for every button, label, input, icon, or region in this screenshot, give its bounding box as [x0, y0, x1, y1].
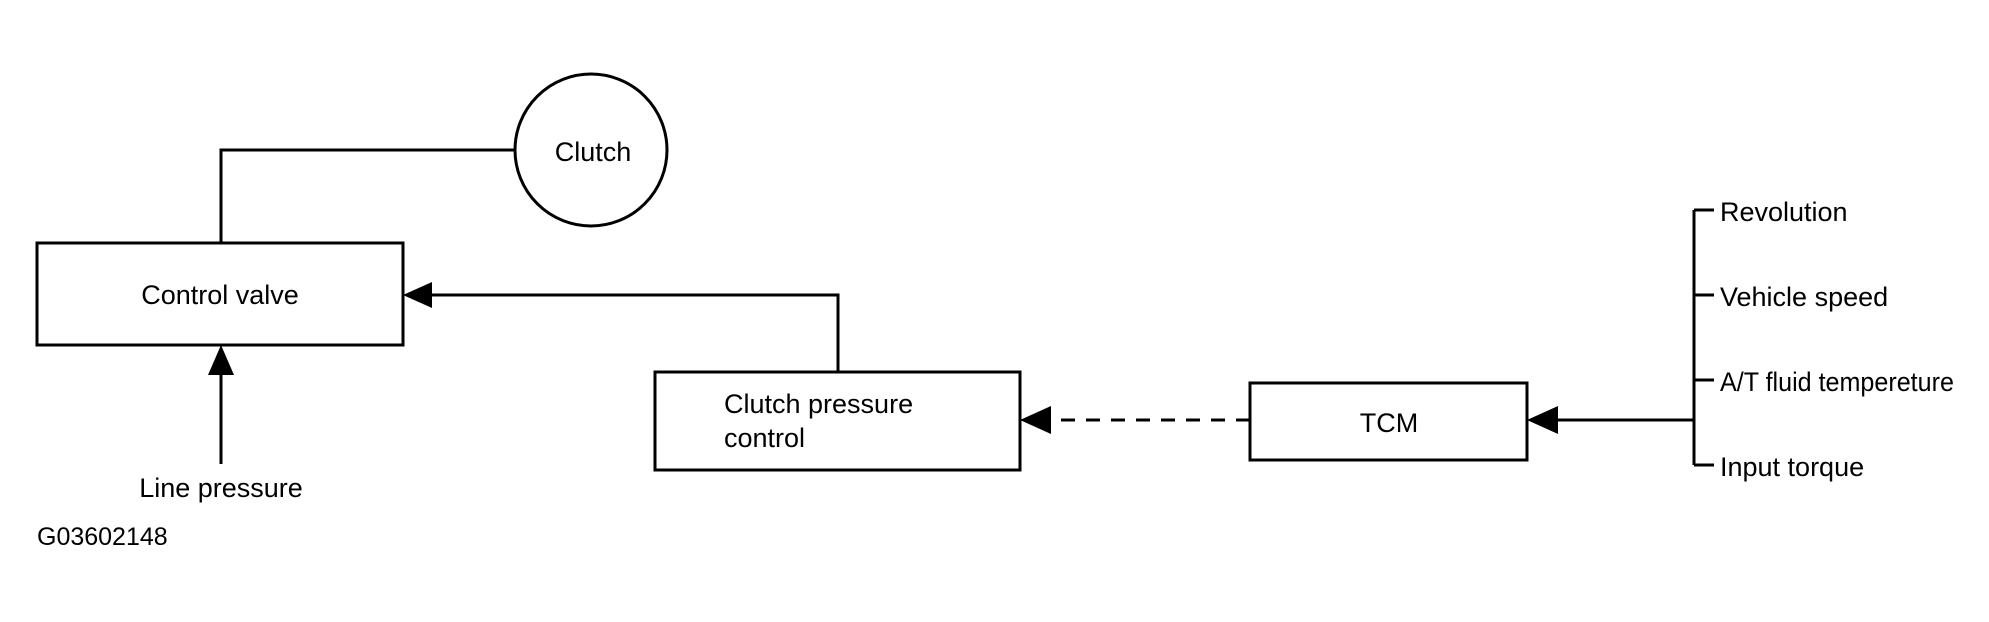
arrowhead-into-clutch-pressure-control — [1020, 406, 1051, 434]
node-clutch-pressure-control-label-line1: Clutch pressure — [724, 389, 913, 419]
figure-id-label: G03602148 — [37, 523, 168, 551]
link-clutch-pressure-control-to-control-valve — [416, 293, 840, 372]
arrowhead-into-control-valve — [403, 282, 432, 308]
sensor-label-vehicle-speed: Vehicle speed — [1720, 282, 1888, 312]
node-clutch[interactable] — [513, 72, 669, 228]
link-control-valve-to-clutch — [219, 148, 515, 243]
sensor-label-input-torque: Input torque — [1720, 452, 1864, 482]
node-tcm-label: TCM — [1360, 408, 1418, 438]
arrowhead-line-pressure — [208, 345, 234, 375]
node-control-valve[interactable] — [35, 241, 405, 347]
sensor-label-at-fluid-tempereture: A/T fluid tempereture — [1720, 366, 1954, 397]
label-line-pressure: Line pressure — [139, 473, 303, 503]
sensor-label-revolution: Revolution — [1720, 197, 1848, 227]
node-clutch-label: Clutch — [555, 137, 632, 167]
node-tcm[interactable] — [1248, 381, 1529, 462]
node-control-valve-label: Control valve — [141, 280, 299, 310]
arrowhead-into-tcm — [1527, 406, 1558, 434]
node-clutch-pressure-control[interactable] — [653, 370, 1022, 472]
node-clutch-pressure-control-label-line2: control — [724, 423, 805, 453]
